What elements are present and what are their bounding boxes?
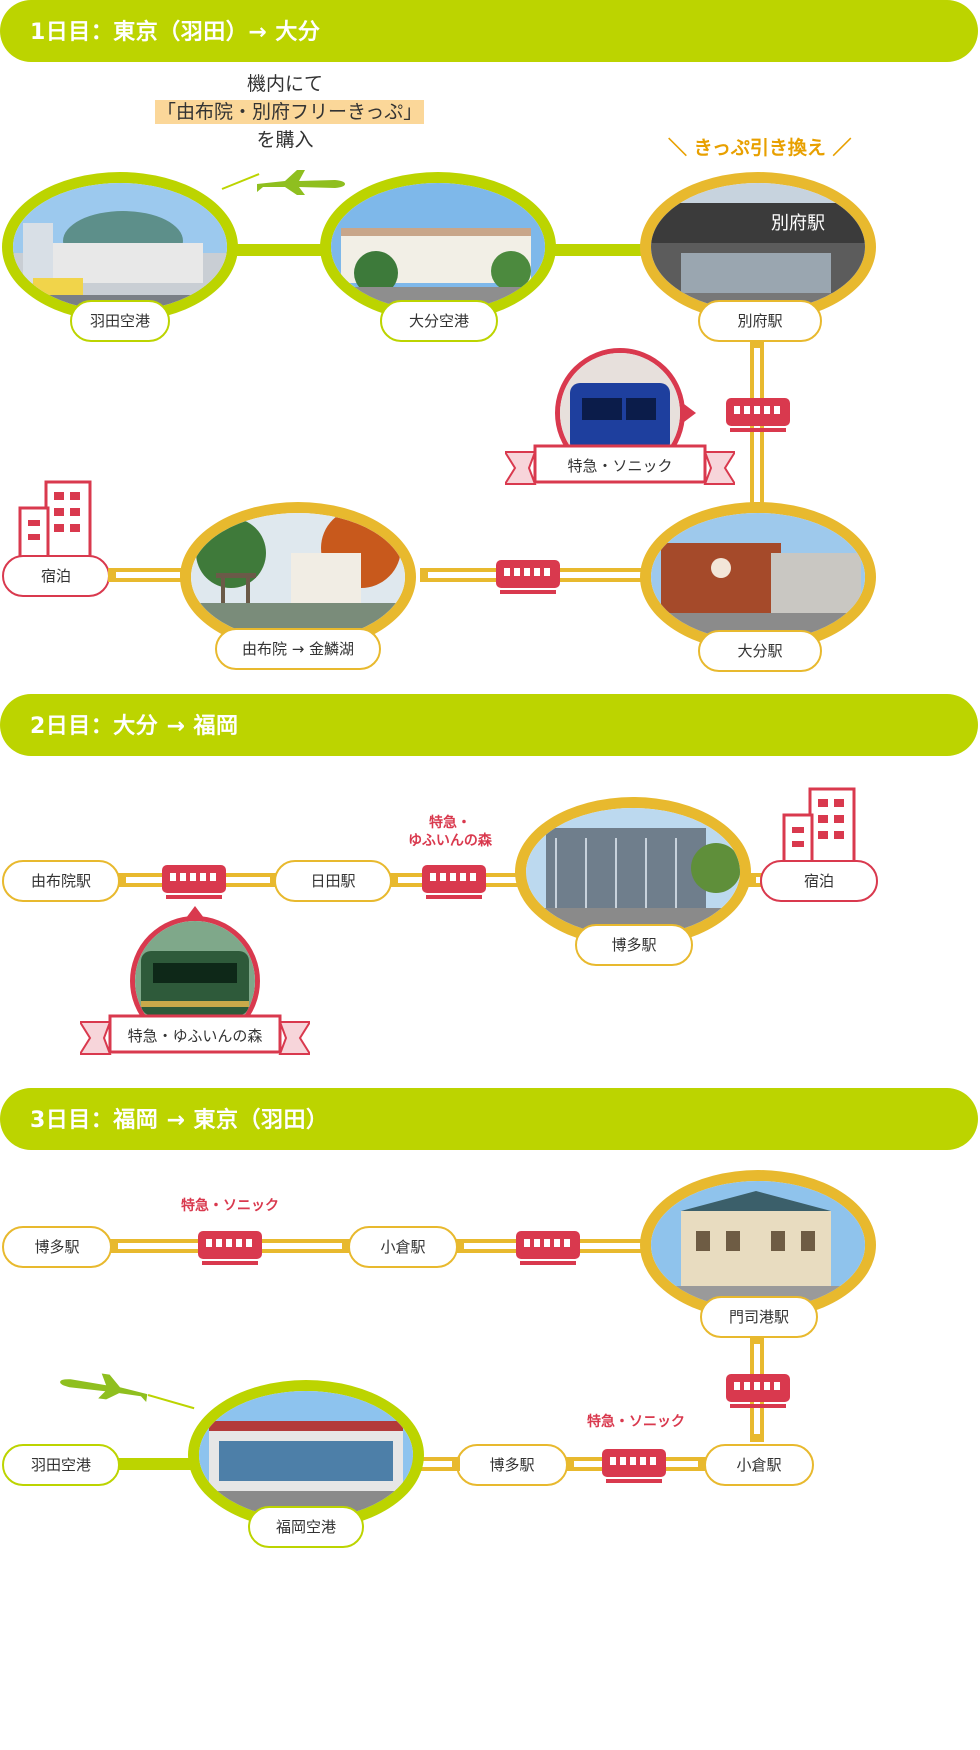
fukuoka-airport-photo <box>188 1380 424 1530</box>
day2-title: 2日目：大分 → 福岡 <box>30 714 239 739</box>
hotel-building-icon <box>18 478 98 564</box>
stop-stay-day2: 宿泊 <box>760 860 878 902</box>
day2-header: 2日目：大分 → 福岡 <box>0 694 978 756</box>
stop-yufuin-station: 由布院駅 <box>2 860 120 902</box>
yufuin-express-ribbon: 特急・ゆふいんの森 <box>80 1012 310 1062</box>
stop-oita-station: 大分駅 <box>698 630 822 672</box>
train-icon-yufu-1 <box>494 558 562 596</box>
train-icon-sonic-5 <box>600 1447 668 1485</box>
sonic-ribbon: 特急・ソニック <box>505 442 735 492</box>
airplane-trail-2 <box>147 1394 195 1410</box>
stop-mojiko-station: 門司港駅 <box>700 1296 818 1338</box>
hotel-building-icon-2 <box>782 785 862 871</box>
stop-yufuin-kinrinko: 由布院 → 金鱗湖 <box>215 628 381 670</box>
track-fukuoka-haneda <box>116 1458 196 1470</box>
stop-hakata-day3-start: 博多駅 <box>2 1226 112 1268</box>
sonic-pointer <box>684 404 696 422</box>
yufuin-express-pointer <box>186 906 204 918</box>
stop-hakata-station: 博多駅 <box>575 924 693 966</box>
sonic-ribbon-label: 特急・ソニック <box>567 457 673 475</box>
stop-kokura-day3-second: 小倉駅 <box>704 1444 814 1486</box>
train-icon-sonic-1 <box>724 396 792 434</box>
airplane-trail <box>221 173 260 190</box>
caption-yufuin-express: 特急・ ゆふいんの森 <box>408 815 492 849</box>
stop-oita-airport: 大分空港 <box>380 300 498 342</box>
day3-title: 3日目：福岡 → 東京（羽田） <box>30 1108 329 1133</box>
ticket-exchange-label: ＼ きっぷ引き換え ／ <box>668 137 852 159</box>
stop-haneda-airport: 羽田空港 <box>70 300 170 342</box>
caption-sonic-2: 特急・ソニック <box>587 1414 685 1430</box>
stop-beppu-station: 別府駅 <box>698 300 822 342</box>
stop-kokura-day3-first: 小倉駅 <box>348 1226 458 1268</box>
purchase-note-line1: 機内にて <box>246 73 323 95</box>
stop-fukuoka-airport: 福岡空港 <box>248 1506 364 1548</box>
day1-title: 1日目：東京（羽田）→ 大分 <box>30 20 321 45</box>
train-icon-sonic-4 <box>724 1372 792 1410</box>
track-oita-airport-beppu <box>550 244 650 256</box>
stop-haneda-day3: 羽田空港 <box>2 1444 120 1486</box>
svg-text:別府駅: 別府駅 <box>771 213 825 234</box>
track-stay-yufuin <box>108 568 188 582</box>
train-icon-yufu-2 <box>160 863 228 901</box>
train-icon-sonic-3 <box>514 1229 582 1267</box>
caption-sonic-1: 特急・ソニック <box>181 1198 279 1214</box>
train-icon-sonic-2 <box>196 1229 264 1267</box>
airplane-icon <box>255 168 347 196</box>
airplane-icon-2 <box>56 1366 151 1407</box>
track-haneda-oita-airport <box>230 244 330 256</box>
train-icon-yufu-3 <box>420 863 488 901</box>
stop-hita-station: 日田駅 <box>274 860 392 902</box>
yufuin-express-ribbon-label: 特急・ゆふいんの森 <box>127 1027 263 1045</box>
purchase-note-line3: を購入 <box>256 129 314 151</box>
day1-header: 1日目：東京（羽田）→ 大分 <box>0 0 978 62</box>
stop-stay-day1: 宿泊 <box>2 555 110 597</box>
oita-airport-photo <box>320 172 556 322</box>
free-pass-name: 「由布院・別府フリーきっぷ」 <box>155 100 425 124</box>
purchase-note: 機内にて 「由布院・別府フリーきっぷ」 を購入 <box>155 70 425 154</box>
stop-hakata-day3-end: 博多駅 <box>456 1444 568 1486</box>
haneda-airport-photo <box>2 172 238 322</box>
day3-header: 3日目：福岡 → 東京（羽田） <box>0 1088 978 1150</box>
